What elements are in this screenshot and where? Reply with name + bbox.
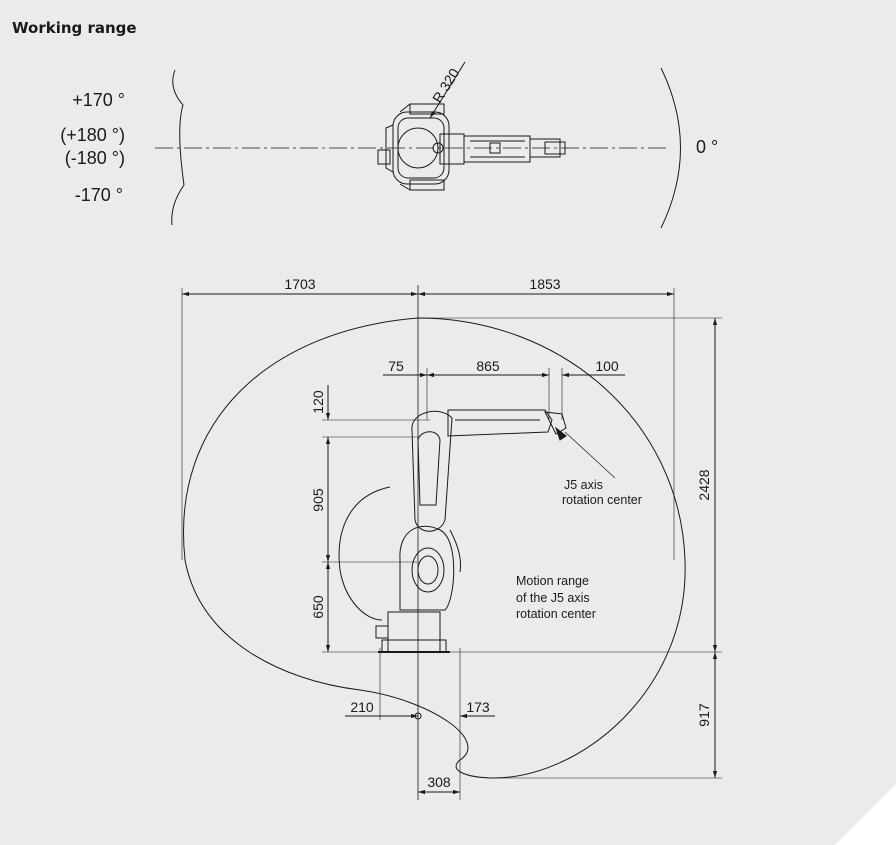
dim-label-75: 75: [388, 358, 404, 374]
side-view: [181, 285, 722, 800]
dim-label-865: 865: [476, 358, 500, 374]
angle-label-pos180: (+180 °): [60, 125, 125, 145]
dim-label-905: 905: [310, 488, 326, 512]
dim-label-210: 210: [350, 699, 374, 715]
dim-label-917: 917: [696, 703, 712, 727]
r320-leader: [429, 61, 466, 119]
dim-label-120: 120: [310, 390, 326, 414]
dim-label-100: 100: [595, 358, 619, 374]
dim-label-650: 650: [310, 595, 326, 619]
angle-label-neg170: -170 °: [75, 185, 123, 205]
motion-note-line1: Motion range: [516, 574, 589, 588]
robot-top-view: [377, 103, 566, 191]
dim-label-1853: 1853: [529, 276, 560, 292]
top-view-left-arc: [171, 69, 185, 226]
radius-label: R 320: [429, 65, 462, 105]
dim-label-308: 308: [427, 774, 451, 790]
motion-note-line2: of the J5 axis: [516, 591, 590, 605]
motion-note-line3: rotation center: [516, 607, 596, 621]
angle-label-neg180: (-180 °): [65, 148, 125, 168]
dim-label-2428: 2428: [696, 469, 712, 500]
corner-decoration: [835, 784, 896, 845]
top-view: [155, 61, 681, 229]
dim-label-1703: 1703: [284, 276, 315, 292]
angle-label-pos170: +170 °: [72, 90, 125, 110]
motion-range-inner-loop: [338, 486, 391, 621]
dim-label-173: 173: [466, 699, 490, 715]
j5-note-line1: J5 axis: [564, 478, 603, 492]
motion-range-envelope: [183, 317, 686, 779]
angle-label-zero: 0 °: [696, 137, 718, 157]
page-title: Working range: [12, 19, 137, 37]
top-view-right-arc: [660, 67, 681, 229]
robot-side-view: [375, 409, 616, 653]
j5-note-line2: rotation center: [562, 493, 642, 507]
